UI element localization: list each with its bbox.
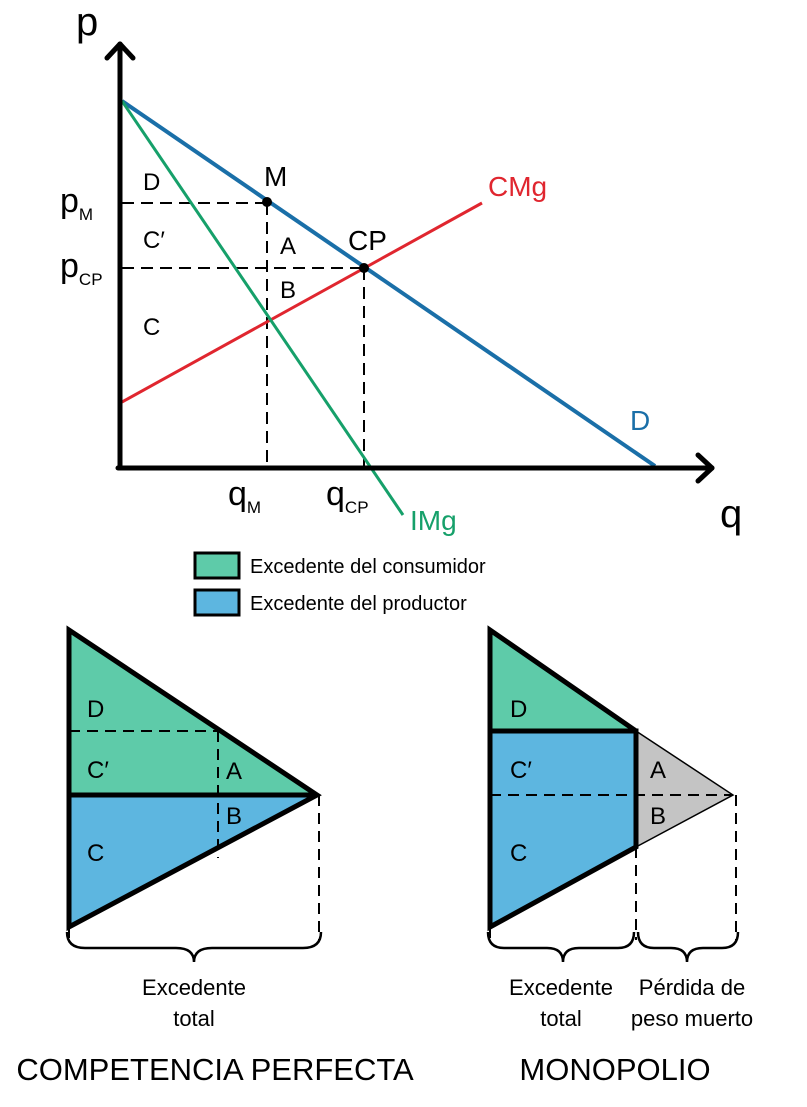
comp-region-d-label: D xyxy=(87,696,104,723)
mono-region-c-prime-label: C′ xyxy=(510,757,532,784)
deadweight-loss-area xyxy=(636,731,733,847)
qcp-label: qCP xyxy=(326,475,369,517)
region-d-label: D xyxy=(143,169,160,196)
marginal-cost-label: CMg xyxy=(488,171,547,202)
comp-caption-line2: total xyxy=(173,1006,215,1031)
marginal-revenue-label: IMg xyxy=(410,505,457,536)
comp-region-b-label: B xyxy=(226,803,242,830)
region-c-prime-label: C′ xyxy=(143,227,165,254)
competencia-title: COMPETENCIA PERFECTA xyxy=(16,1052,414,1087)
y-axis-label: p xyxy=(76,0,98,44)
monopolio-title: MONOPOLIO xyxy=(519,1052,710,1087)
comp-region-c-prime-label: C′ xyxy=(87,757,109,784)
legend-consumer-swatch xyxy=(193,551,241,580)
x-axis-arrow-icon xyxy=(695,452,715,484)
comp-region-a-label: A xyxy=(226,758,242,785)
monopolio-outline xyxy=(487,625,639,932)
total-surplus-brace xyxy=(65,931,323,963)
y-axis-arrow-icon xyxy=(104,41,136,61)
marginal-revenue-curve xyxy=(120,100,405,516)
comp-region-c-label: C xyxy=(87,840,104,867)
legend: Excedente del consumidor Excedente del p… xyxy=(193,551,486,617)
mono-producer-surplus-area xyxy=(490,731,636,927)
region-a-label: A xyxy=(280,233,296,260)
mono-loss-line2: peso muerto xyxy=(631,1006,753,1031)
pm-label: pM xyxy=(60,182,93,224)
marginal-cost-curve xyxy=(121,201,483,404)
mono-region-a-label: A xyxy=(650,757,666,784)
pcp-label: pCP xyxy=(60,247,103,289)
legend-consumer-label: Excedente del consumidor xyxy=(250,556,486,578)
legend-producer-label: Excedente del productor xyxy=(250,593,467,615)
supply-demand-graph: p q pM pCP qM qCP D CMg IMg M CP D C′ A … xyxy=(60,0,742,536)
competitive-point xyxy=(359,263,369,273)
monopoly-point-label: M xyxy=(264,161,287,192)
competitive-point-label: CP xyxy=(348,225,387,256)
qm-label: qM xyxy=(228,475,261,517)
deadweight-loss-brace xyxy=(636,931,740,963)
dashed-guides xyxy=(122,202,365,466)
demand-label: D xyxy=(630,405,650,436)
mono-total-line1: Excedente xyxy=(509,975,613,1000)
demand-curve xyxy=(120,99,657,468)
mono-region-d-label: D xyxy=(510,696,527,723)
mono-region-b-label: B xyxy=(650,803,666,830)
region-c-label: C xyxy=(143,314,160,341)
competencia-perfecta-panel: D C′ A B C Excedente total COMPETENCIA P… xyxy=(16,625,414,1087)
mono-total-line2: total xyxy=(540,1006,582,1031)
mono-loss-line1: Pérdida de xyxy=(639,975,745,1000)
axes xyxy=(104,41,715,484)
x-axis-label: q xyxy=(720,492,742,536)
competencia-outline xyxy=(66,625,322,932)
comp-caption-line1: Excedente xyxy=(142,975,246,1000)
region-b-label: B xyxy=(280,277,296,304)
monopoly-point xyxy=(262,197,272,207)
mono-region-c-label: C xyxy=(510,840,527,867)
dwl-thin-outline xyxy=(635,730,735,848)
mono-total-surplus-brace xyxy=(486,931,636,963)
monopolio-panel: D C′ A B C Excedente total Pérdida de pe… xyxy=(486,625,753,1087)
legend-producer-swatch xyxy=(193,588,241,617)
